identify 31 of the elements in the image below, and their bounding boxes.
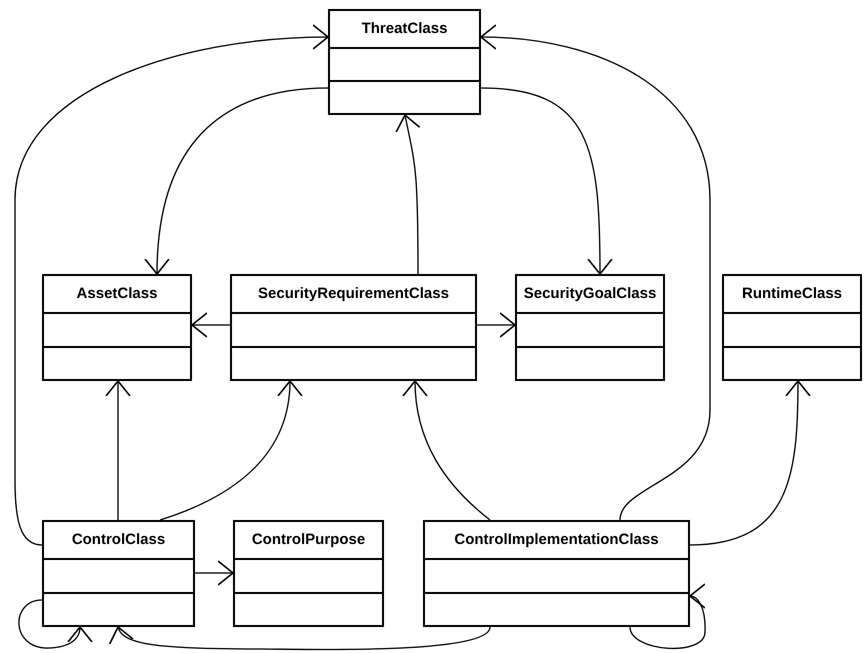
uml-class-box bbox=[42, 520, 195, 627]
association-arrow bbox=[14, 24, 329, 546]
uml-class-box bbox=[233, 520, 384, 627]
class-name: RuntimeClass bbox=[742, 284, 842, 304]
association-arrow bbox=[160, 380, 302, 521]
uml-class-box bbox=[722, 274, 862, 381]
association-arrow bbox=[395, 114, 421, 274]
class-name: SecurityGoalClass bbox=[524, 284, 656, 304]
association-arrow bbox=[18, 599, 92, 649]
association-arrow bbox=[690, 380, 811, 546]
uml-class-box bbox=[230, 274, 477, 381]
class-name: SecurityRequirementClass bbox=[258, 284, 449, 304]
association-arrow bbox=[480, 24, 711, 520]
association-arrow bbox=[191, 312, 230, 338]
class-name: ThreatClass bbox=[362, 18, 448, 39]
uml-class-box bbox=[42, 274, 192, 381]
association-arrow bbox=[480, 87, 613, 275]
uml-class-box bbox=[515, 274, 665, 381]
association-arrow bbox=[195, 560, 234, 586]
association-arrow bbox=[629, 585, 708, 649]
association-arrow bbox=[112, 626, 491, 650]
uml-class-box bbox=[328, 9, 481, 115]
class-name: AssetClass bbox=[76, 284, 158, 304]
association-arrow bbox=[477, 312, 516, 338]
association-arrow bbox=[105, 380, 131, 520]
class-name: ControlPurpose bbox=[252, 530, 366, 550]
class-name: ControlClass bbox=[72, 530, 166, 550]
class-name: ControlImplementationClass bbox=[454, 530, 659, 550]
association-arrow bbox=[144, 87, 328, 275]
uml-class-box bbox=[423, 520, 690, 627]
association-arrow bbox=[402, 380, 490, 520]
